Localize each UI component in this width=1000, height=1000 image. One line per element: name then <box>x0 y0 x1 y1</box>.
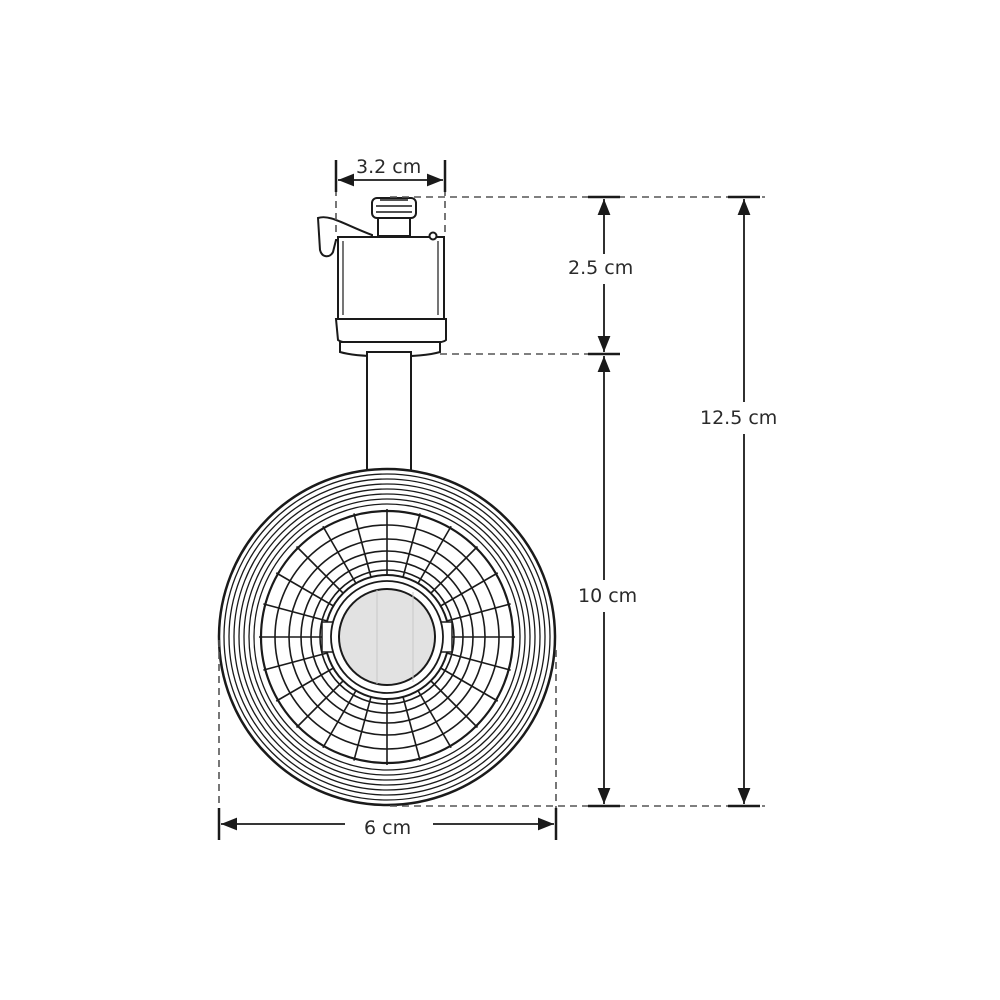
adapter-width-label: 3.2 cm <box>356 156 422 178</box>
stem <box>366 351 412 473</box>
dimension-lines <box>217 160 760 840</box>
adapter-height-label: 2.5 cm <box>568 257 634 279</box>
center-lens <box>321 574 453 700</box>
total-height-label: 12.5 cm <box>700 407 778 429</box>
head-width-label: 6 cm <box>364 817 412 839</box>
head-height-label: 10 cm <box>578 585 638 607</box>
track-adapter <box>316 197 447 358</box>
